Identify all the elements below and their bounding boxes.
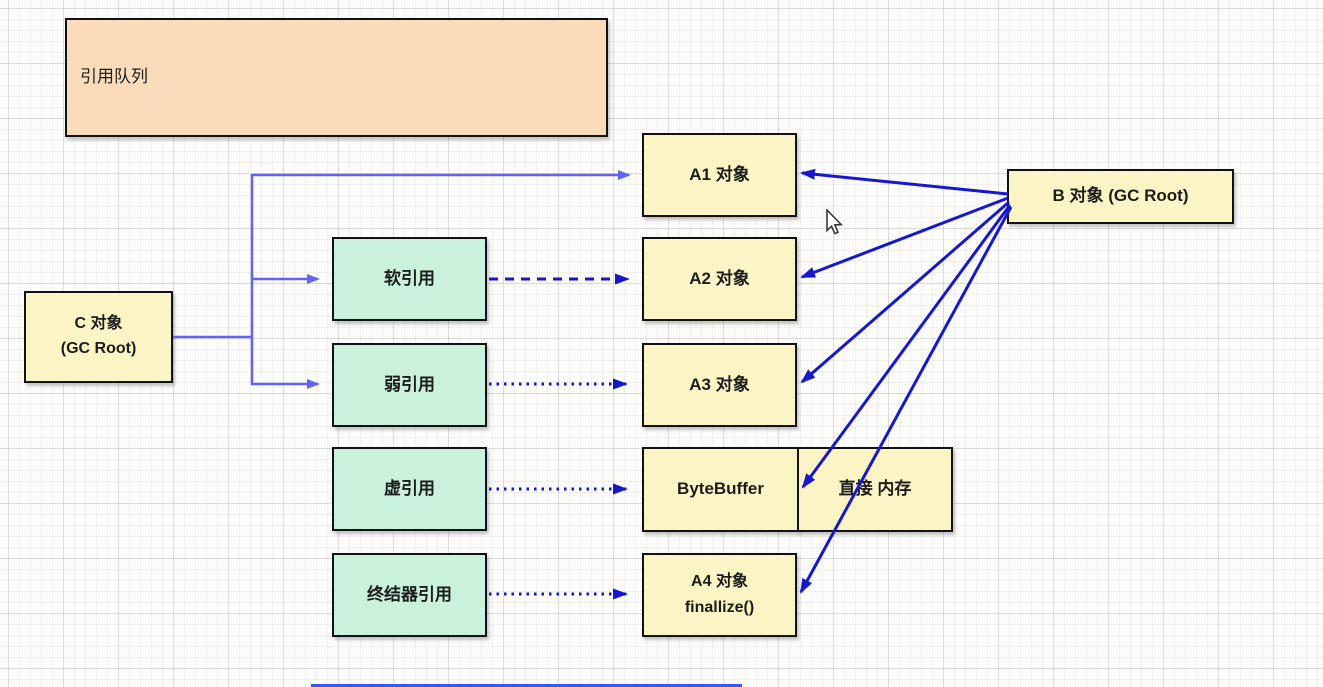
mouse-cursor-icon bbox=[826, 209, 844, 235]
a4-object-box[interactable]: A4 对象 finallize() bbox=[642, 553, 797, 637]
phantom-reference-box[interactable]: 虚引用 bbox=[332, 447, 487, 531]
reference-queue-label: 引用队列 bbox=[80, 67, 148, 87]
c-object-label-line2: (GC Root) bbox=[60, 340, 137, 357]
a2-object-box[interactable]: A2 对象 bbox=[642, 237, 797, 321]
a1-object-label: A1 对象 bbox=[689, 164, 750, 184]
direct-memory-label: 直接 内存 bbox=[838, 479, 912, 499]
c-object-box[interactable]: C 对象 (GC Root) bbox=[24, 291, 173, 383]
phantom-reference-label: 虚引用 bbox=[384, 478, 435, 498]
arrow-b-to-a1 bbox=[800, 168, 1009, 196]
a3-object-label: A3 对象 bbox=[689, 374, 750, 394]
a1-object-box[interactable]: A1 对象 bbox=[642, 133, 797, 217]
soft-reference-box[interactable]: 软引用 bbox=[332, 237, 487, 321]
weak-reference-box[interactable]: 弱引用 bbox=[332, 343, 487, 427]
arrow-b-to-a3 bbox=[800, 200, 1010, 384]
bytebuffer-box[interactable]: ByteBuffer bbox=[642, 447, 799, 532]
weak-reference-label: 弱引用 bbox=[384, 374, 435, 394]
direct-memory-box[interactable]: 直接 内存 bbox=[797, 447, 953, 532]
arrow-b-to-bytebuffer bbox=[801, 204, 1012, 489]
bytebuffer-label: ByteBuffer bbox=[677, 479, 764, 499]
arrow-b-to-a4 bbox=[799, 206, 1013, 594]
a2-object-label: A2 对象 bbox=[689, 268, 750, 288]
soft-reference-label: 软引用 bbox=[384, 268, 435, 288]
a4-object-label-line2: finallize() bbox=[684, 599, 755, 616]
c-object-label-line1: C 对象 bbox=[74, 315, 123, 333]
a4-object-label-line1: A4 对象 bbox=[691, 573, 748, 591]
reference-queue-box[interactable]: 引用队列 bbox=[65, 18, 608, 137]
arrow-b-to-a2 bbox=[800, 196, 1009, 279]
b-object-box[interactable]: B 对象 (GC Root) bbox=[1007, 169, 1234, 224]
finalizer-reference-label: 终结器引用 bbox=[367, 584, 452, 604]
a3-object-box[interactable]: A3 对象 bbox=[642, 343, 797, 427]
b-object-label: B 对象 (GC Root) bbox=[1052, 186, 1189, 206]
finalizer-reference-box[interactable]: 终结器引用 bbox=[332, 553, 487, 637]
progress-bar-fragment[interactable] bbox=[311, 684, 742, 687]
